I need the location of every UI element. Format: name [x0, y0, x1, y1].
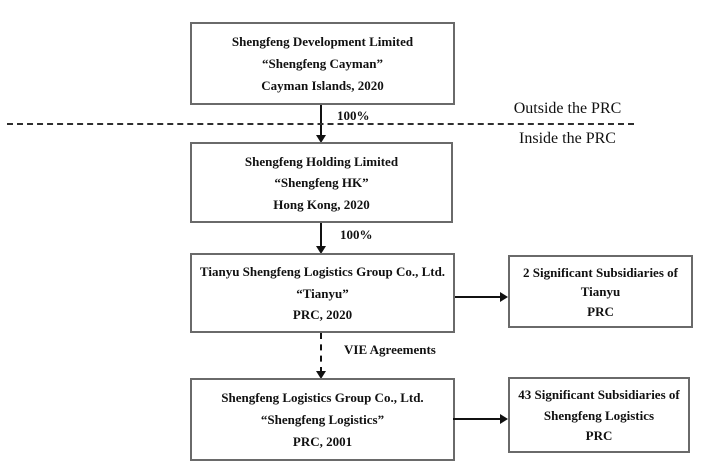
arrowhead-down-icon: [316, 135, 326, 143]
arrow-line: [320, 223, 322, 248]
entity-name: 43 Significant Subsidiaries of: [518, 387, 680, 403]
entity-alias: “Shengfeng Cayman”: [262, 56, 383, 71]
arrow-line: [320, 105, 322, 137]
outside-prc-label: Outside the PRC: [513, 100, 622, 117]
vie-agreements-arrow: [316, 333, 326, 379]
ownership-arrow-hk-to-tianyu: [316, 223, 326, 254]
entity-name: Shengfeng Logistics Group Co., Ltd.: [221, 390, 424, 405]
entity-name: Tianyu Shengfeng Logistics Group Co., Lt…: [199, 264, 446, 280]
entity-jurisdiction: Cayman Islands, 2020: [261, 78, 384, 93]
entity-box-tianyu-subsidiaries: 2 Significant Subsidiaries of Tianyu PRC: [508, 255, 693, 328]
entity-jurisdiction: PRC: [587, 303, 614, 319]
ownership-arrow-cayman-to-hk: [316, 105, 326, 143]
entity-box-shengfeng-logistics: Shengfeng Logistics Group Co., Ltd. “She…: [190, 378, 455, 461]
ownership-percentage-label-cayman-hk: 100%: [337, 108, 370, 123]
arrowhead-right-icon: [500, 414, 508, 424]
prc-boundary-dashed-line: [7, 123, 634, 125]
entity-jurisdiction: Hong Kong, 2020: [273, 196, 370, 212]
inside-prc-label: Inside the PRC: [519, 130, 616, 147]
arrowhead-down-icon: [316, 371, 326, 379]
subsidiaries-arrow-tianyu: [455, 292, 508, 302]
entity-box-shengfeng-logistics-subsidiaries: 43 Significant Subsidiaries of Shengfeng…: [508, 377, 690, 453]
vie-agreements-label: VIE Agreements: [344, 342, 436, 357]
entity-jurisdiction: PRC: [585, 427, 613, 443]
entity-box-tianyu: Tianyu Shengfeng Logistics Group Co., Lt…: [190, 253, 455, 333]
entity-alias: “Shengfeng Logistics”: [260, 412, 385, 427]
entity-name: Shengfeng Holding Limited: [244, 153, 399, 169]
arrowhead-right-icon: [500, 292, 508, 302]
entity-box-shengfeng-hk: Shengfeng Holding Limited “Shengfeng HK”…: [190, 142, 453, 223]
entity-alias: Shengfeng Logistics: [543, 407, 655, 423]
ownership-percentage-label-hk-tianyu: 100%: [340, 227, 373, 242]
entity-box-shengfeng-cayman: Shengfeng Development Limited “Shengfeng…: [190, 22, 455, 105]
dashed-arrow-line: [320, 333, 322, 373]
arrow-line: [453, 418, 502, 420]
entity-jurisdiction: PRC, 2001: [292, 434, 353, 449]
subsidiaries-arrow-shengfeng-logistics: [453, 414, 508, 424]
entity-name: Shengfeng Development Limited: [231, 34, 414, 49]
entity-name: 2 Significant Subsidiaries of: [523, 264, 678, 280]
arrow-line: [455, 296, 502, 298]
entity-alias: “Shengfeng HK”: [274, 175, 369, 190]
entity-alias: “Tianyu”: [296, 285, 349, 301]
entity-alias: Tianyu: [580, 284, 621, 299]
arrowhead-down-icon: [316, 246, 326, 254]
entity-jurisdiction: PRC, 2020: [292, 306, 353, 322]
